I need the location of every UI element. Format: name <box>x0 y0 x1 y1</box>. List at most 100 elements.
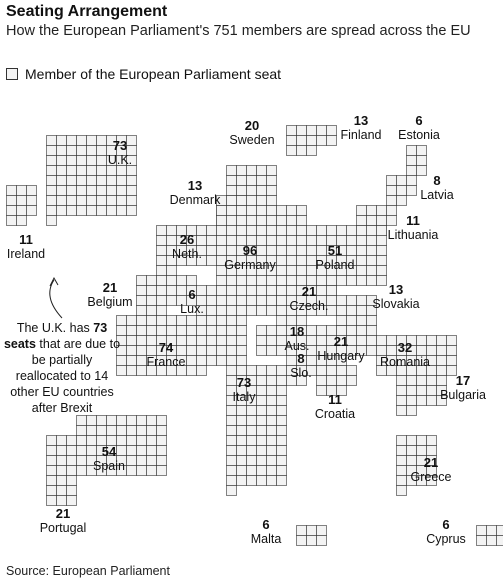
seat-cell <box>236 185 247 196</box>
country-name: Finland <box>340 128 382 142</box>
seat-cell <box>46 475 57 486</box>
seat-cell <box>276 415 287 426</box>
seat-cell <box>396 385 407 396</box>
country-name: Sweden <box>229 133 275 147</box>
seat-cell <box>206 325 217 336</box>
seat-cell <box>256 465 267 476</box>
seat-cell <box>96 415 107 426</box>
seat-cell <box>106 185 117 196</box>
country-name: Ireland <box>6 247 46 261</box>
seat-cell <box>426 435 437 446</box>
annotation-text-post: that are due to be partially reallocated… <box>10 337 121 415</box>
seat-cell <box>226 165 237 176</box>
seat-cell <box>256 195 267 206</box>
country-seats-bulgaria <box>396 375 447 416</box>
country-seats-finland <box>286 125 337 156</box>
seat-cell <box>106 175 117 186</box>
country-name: U.K. <box>107 153 133 167</box>
country-seat-count: 8 <box>297 351 305 366</box>
seat-cell <box>266 215 277 226</box>
country-seats-italy <box>226 365 287 496</box>
seat-cell <box>406 435 417 446</box>
seat-cell <box>16 205 27 216</box>
seat-cell <box>86 415 97 426</box>
seat-cell <box>306 125 317 136</box>
country-name: Czech. <box>289 299 329 313</box>
seat-cell <box>66 485 77 496</box>
annotation-text-pre: The U.K. has <box>16 321 94 335</box>
seat-cell <box>226 355 237 366</box>
seat-cell <box>246 405 257 416</box>
seat-cell <box>266 175 277 186</box>
seat-cell <box>296 215 307 226</box>
country-seat-count: 96 <box>242 243 258 258</box>
seat-cell <box>216 215 227 226</box>
annotation-arrow <box>49 279 63 319</box>
seat-cell <box>236 295 247 306</box>
seat-cell <box>66 195 77 206</box>
seat-cell <box>46 145 57 156</box>
seat-cell <box>236 335 247 346</box>
seat-cell <box>446 345 457 356</box>
country-seats-neth <box>156 225 217 276</box>
seat-cell <box>256 285 267 296</box>
country-name: Slovakia <box>372 297 420 311</box>
seat-cell <box>376 255 387 266</box>
seat-cell <box>346 375 357 386</box>
seat-cell <box>246 465 257 476</box>
country-name: France <box>146 355 186 369</box>
seat-cell <box>266 475 277 486</box>
country-seat-count: 13 <box>353 113 369 128</box>
seat-cell <box>66 155 77 166</box>
seat-cell <box>166 315 177 326</box>
seat-cell <box>56 145 67 156</box>
country-seat-count: 21 <box>301 284 317 299</box>
seat-cell <box>156 425 167 436</box>
seat-cell <box>366 315 377 326</box>
seat-cell <box>176 275 187 286</box>
seat-cell <box>306 225 317 236</box>
country-name: Denmark <box>169 193 221 207</box>
seat-cell <box>66 205 77 216</box>
seat-cell <box>56 455 67 466</box>
seat-cell <box>126 315 137 326</box>
seat-cell <box>46 155 57 166</box>
seat-cell <box>406 185 417 196</box>
seat-cell <box>236 405 247 416</box>
seat-cell <box>226 425 237 436</box>
seat-cell <box>6 185 17 196</box>
country-seats-slo <box>286 355 317 386</box>
seat-cell <box>46 165 57 176</box>
seat-cell <box>76 205 87 216</box>
country-name: Croatia <box>314 407 356 421</box>
seat-cell <box>236 285 247 296</box>
country-seats-germany <box>216 205 307 316</box>
seat-cell <box>196 365 207 376</box>
country-seat-count: 11 <box>19 232 33 247</box>
seat-cell <box>156 265 167 276</box>
seat-cell <box>226 275 237 286</box>
country-seats-u-k <box>46 135 137 226</box>
seat-cell <box>216 325 227 336</box>
seat-cell <box>256 175 267 186</box>
seat-cell <box>396 445 407 456</box>
seat-cell <box>6 215 17 226</box>
seat-cell <box>46 495 57 506</box>
seat-cell <box>386 175 397 186</box>
seat-cell <box>256 275 267 286</box>
seat-cell <box>406 375 417 386</box>
seat-cell <box>76 415 87 426</box>
country-name: Neth. <box>172 247 202 261</box>
seat-cell <box>236 205 247 216</box>
seat-cell <box>216 275 227 286</box>
seat-cell <box>76 195 87 206</box>
seat-cell <box>86 425 97 436</box>
seat-cell <box>66 165 77 176</box>
seat-cell <box>146 315 157 326</box>
seat-cell <box>266 195 277 206</box>
